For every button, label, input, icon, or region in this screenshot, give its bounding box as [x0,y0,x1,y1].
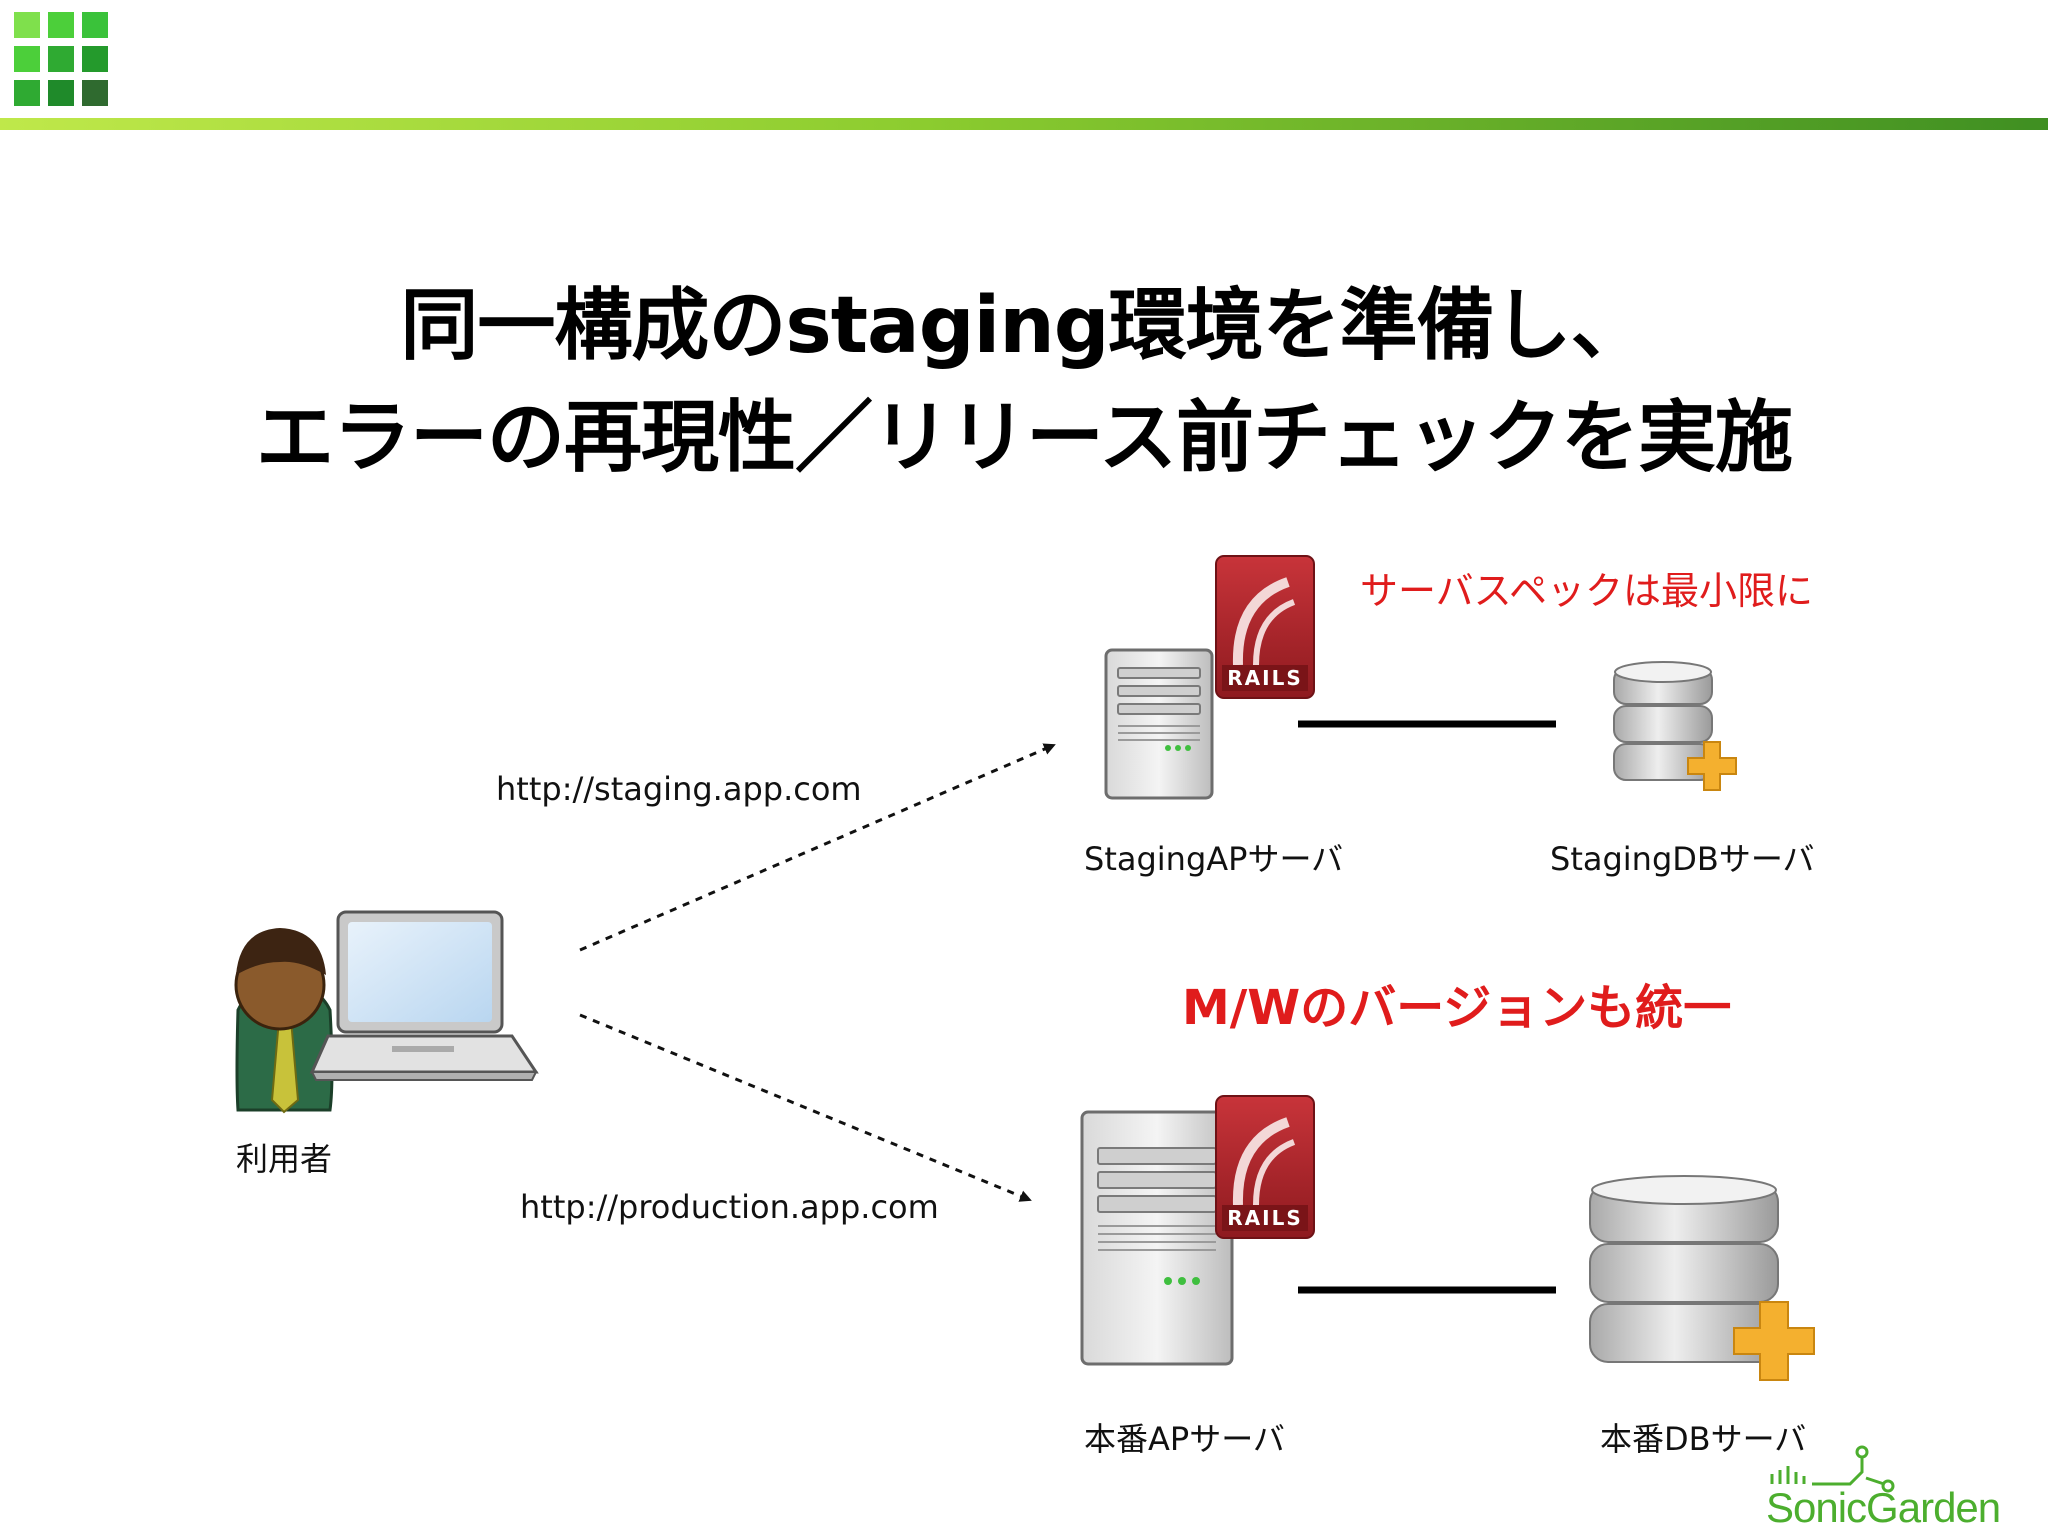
sonicgarden-logo-mark [1770,1445,1895,1493]
staging-url-label: http://staging.app.com [496,770,862,808]
staging-ap-server-label: StagingAPサーバ [1084,840,1344,878]
production-ap-server-icon [1080,1110,1234,1366]
server-spec-note: サーバスペックは最小限に [1360,569,1813,613]
user-person-icon [234,928,334,1114]
staging-request-arrow [579,743,1056,952]
staging-database-icon [1613,661,1737,791]
production-ap-server-label: 本番APサーバ [1084,1420,1285,1458]
laptop-icon [309,910,539,1081]
staging-db-server-label: StagingDBサーバ [1550,840,1815,878]
header-logo-grid [14,12,108,106]
production-rails-badge: RAILS [1227,1206,1303,1230]
production-rails-logo [1215,1095,1315,1239]
sonicgarden-logo-text: SonicGarden [1766,1484,2001,1531]
slide-title: 同一構成のstaging環境を準備し、 エラーの再現性／リリース前チェックを実施 [0,270,2048,494]
slide-title-line-2: エラーの再現性／リリース前チェックを実施 [255,393,1793,483]
production-db-server-label: 本番DBサーバ [1600,1420,1807,1458]
middleware-version-note: M/Wのバージョンも統一 [1182,980,1732,1036]
slide-title-line-1: 同一構成のstaging環境を準備し、 [400,281,1648,371]
user-label: 利用者 [236,1140,333,1178]
production-database-icon [1589,1175,1815,1381]
staging-rails-logo [1215,555,1315,699]
staging-rails-badge: RAILS [1227,666,1303,690]
header-divider-bar [0,118,2048,130]
production-url-label: http://production.app.com [520,1188,939,1226]
staging-ap-server-icon [1104,648,1214,800]
production-request-arrow [579,1013,1032,1202]
